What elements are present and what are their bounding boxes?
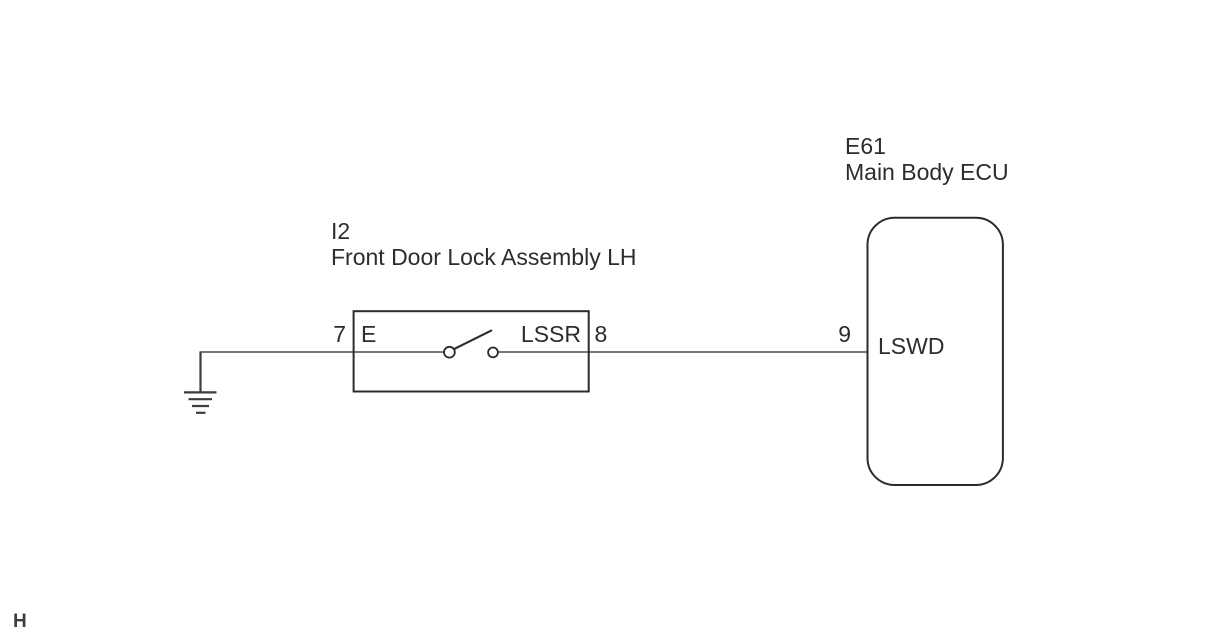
switch-component-box bbox=[352, 310, 590, 393]
terminal-lswd-label: LSWD bbox=[878, 333, 945, 359]
ground-symbol bbox=[184, 352, 217, 414]
terminal-lssr-label: LSSR bbox=[520, 321, 581, 347]
switch-contact-right bbox=[487, 346, 499, 359]
switch-code: I2 bbox=[331, 218, 351, 245]
ecu-title: E61 Main Body ECU bbox=[845, 133, 1009, 185]
terminal-e-label: E bbox=[361, 321, 377, 347]
pin-9-label: 9 bbox=[838, 321, 851, 347]
switch-contact-left bbox=[443, 345, 456, 359]
switch-title: I2 Front Door Lock Assembly LH bbox=[331, 218, 637, 270]
ecu-connector-box bbox=[866, 216, 1004, 487]
ecu-name: Main Body ECU bbox=[845, 158, 1009, 185]
ecu-code: E61 bbox=[845, 132, 886, 159]
page-mark: H bbox=[13, 611, 27, 632]
switch-symbol bbox=[443, 329, 499, 359]
pin-8-label: 8 bbox=[594, 321, 608, 347]
pin-7-label: 7 bbox=[333, 321, 346, 347]
switch-lever bbox=[453, 329, 493, 351]
switch-name: Front Door Lock Assembly LH bbox=[331, 244, 637, 271]
